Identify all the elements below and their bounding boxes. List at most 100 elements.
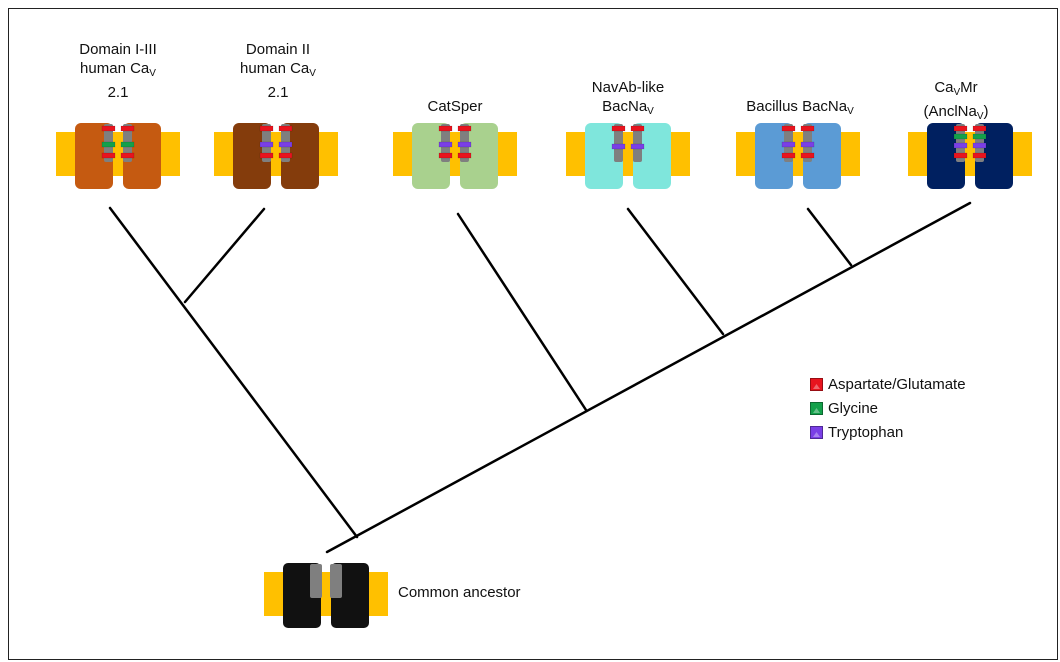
residue-glycine bbox=[101, 141, 116, 148]
residue-tryptophan bbox=[800, 141, 815, 148]
label-text: BacNa bbox=[602, 98, 648, 115]
legend-swatch-red bbox=[810, 378, 823, 391]
label-subscript: V bbox=[953, 87, 961, 98]
membrane bbox=[736, 132, 860, 176]
residue-aspartate-glutamate bbox=[120, 125, 135, 132]
legend-label: Aspartate/Glutamate bbox=[828, 376, 966, 393]
membrane bbox=[908, 132, 1032, 176]
label-line: NavAb-like bbox=[591, 79, 665, 96]
residue-tryptophan bbox=[953, 142, 968, 149]
legend-item-aspartate-glutamate: Aspartate/Glutamate bbox=[810, 376, 966, 393]
channel-subunit-left bbox=[755, 123, 793, 189]
label-subscript: V bbox=[976, 111, 984, 122]
channel-subunit-right bbox=[975, 123, 1013, 189]
residue-tryptophan bbox=[972, 142, 987, 149]
legend-swatch-green bbox=[810, 402, 823, 415]
label-navab: NavAb-like BacNaV bbox=[565, 78, 691, 121]
label-text: human Ca bbox=[240, 60, 310, 77]
legend-label: Glycine bbox=[828, 400, 879, 417]
residue-tryptophan bbox=[781, 141, 796, 148]
residue-aspartate-glutamate bbox=[438, 125, 453, 132]
residue-aspartate-glutamate bbox=[800, 125, 815, 132]
membrane bbox=[393, 132, 517, 176]
membrane bbox=[56, 132, 180, 176]
residue-aspartate-glutamate bbox=[781, 125, 796, 132]
common-ancestor-label: Common ancestor bbox=[398, 584, 521, 601]
figure-frame bbox=[8, 8, 1058, 660]
residue-aspartate-glutamate bbox=[438, 152, 453, 159]
residue-tryptophan bbox=[611, 143, 626, 150]
label-text: ) bbox=[983, 103, 989, 120]
ion-channel-icon bbox=[214, 123, 338, 189]
residue-aspartate-glutamate bbox=[101, 152, 116, 159]
legend-item-tryptophan: Tryptophan bbox=[810, 424, 903, 441]
channel-subunit-right bbox=[281, 123, 319, 189]
label-text: Mr bbox=[960, 79, 978, 96]
legend-label: Tryptophan bbox=[828, 424, 904, 441]
channel-subunit-right bbox=[460, 123, 498, 189]
label-subscript: V bbox=[309, 68, 316, 79]
residue-tryptophan bbox=[259, 141, 274, 148]
label-catsper: CatSper bbox=[392, 97, 518, 116]
branch bbox=[108, 206, 359, 539]
filter-left bbox=[310, 564, 322, 598]
label-cavmr: CaVMr (AnclNaV) bbox=[893, 78, 1019, 126]
residue-aspartate-glutamate bbox=[953, 152, 968, 159]
label-domain-2: Domain II human CaV 2.1 bbox=[215, 40, 341, 102]
channel-subunit-left bbox=[75, 123, 113, 189]
channel-subunit-left bbox=[927, 123, 965, 189]
channel-subunit-right bbox=[123, 123, 161, 189]
residue-aspartate-glutamate bbox=[457, 125, 472, 132]
label-line: CatSper bbox=[427, 98, 483, 115]
label-domain-1-3: Domain I-III human CaV 2.1 bbox=[55, 40, 181, 102]
residue-glycine bbox=[972, 133, 987, 140]
legend-swatch-purple bbox=[810, 426, 823, 439]
filter-right bbox=[330, 564, 342, 598]
channel-subunit-left bbox=[412, 123, 450, 189]
residue-aspartate-glutamate bbox=[457, 152, 472, 159]
branch bbox=[325, 201, 972, 554]
label-text: Ca bbox=[934, 79, 954, 96]
residue-tryptophan bbox=[457, 141, 472, 148]
filter-right bbox=[633, 124, 642, 162]
ion-channel-icon bbox=[56, 123, 180, 189]
label-line: human CaV bbox=[215, 59, 341, 83]
branch bbox=[183, 207, 266, 304]
residue-aspartate-glutamate bbox=[781, 152, 796, 159]
residue-aspartate-glutamate bbox=[259, 152, 274, 159]
label-line: 2.1 bbox=[107, 84, 129, 101]
residue-aspartate-glutamate bbox=[101, 125, 116, 132]
label-line: Bacillus BacNaV bbox=[730, 97, 870, 121]
residue-aspartate-glutamate bbox=[278, 125, 293, 132]
residue-aspartate-glutamate bbox=[972, 125, 987, 132]
channel-subunit-right bbox=[633, 123, 671, 189]
ion-channel-icon bbox=[264, 563, 388, 628]
label-line: (AnclNaV) bbox=[893, 102, 1019, 126]
membrane bbox=[214, 132, 338, 176]
branch bbox=[806, 207, 853, 267]
channel-subunit-right bbox=[803, 123, 841, 189]
label-text: (AnclNa bbox=[923, 103, 977, 120]
filter-left bbox=[614, 124, 623, 162]
channel-subunit-left bbox=[233, 123, 271, 189]
residue-tryptophan bbox=[630, 143, 645, 150]
ancestor-layer bbox=[264, 563, 388, 628]
tree-branches bbox=[108, 201, 972, 554]
label-text: Bacillus BacNa bbox=[746, 98, 848, 115]
residue-aspartate-glutamate bbox=[120, 152, 135, 159]
ion-channel-icon bbox=[393, 123, 517, 189]
residue-aspartate-glutamate bbox=[259, 125, 274, 132]
ion-channel-icon bbox=[566, 123, 690, 189]
residue-aspartate-glutamate bbox=[278, 152, 293, 159]
membrane bbox=[264, 572, 388, 616]
label-line: human CaV bbox=[55, 59, 181, 83]
branch bbox=[626, 207, 725, 336]
channels-layer bbox=[56, 123, 1032, 189]
membrane bbox=[566, 132, 690, 176]
label-line: BacNaV bbox=[565, 97, 691, 121]
ion-channel-icon bbox=[736, 123, 860, 189]
label-text: human Ca bbox=[80, 60, 150, 77]
legend-item-glycine: Glycine bbox=[810, 400, 878, 417]
